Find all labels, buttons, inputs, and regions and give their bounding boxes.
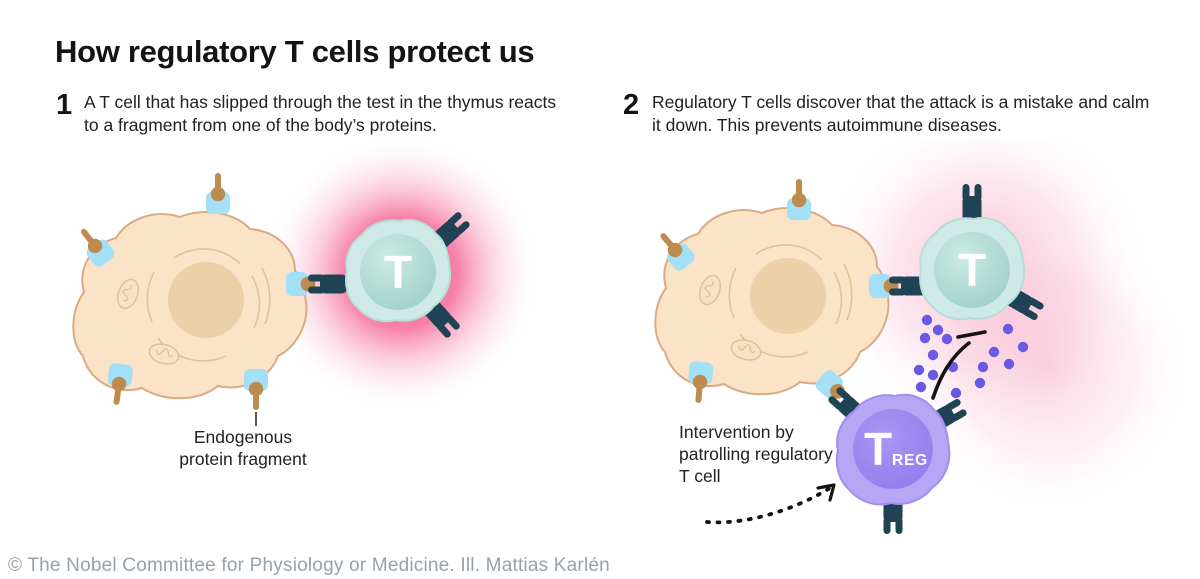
treg-letter: T: [864, 423, 892, 475]
cytokine-dot: [974, 377, 986, 389]
patrol-arrow: [705, 483, 836, 525]
step-1-text: A T cell that has slipped through the te…: [84, 92, 557, 135]
cytokine-dot: [941, 333, 953, 345]
panel-2-illustration: T T REG: [652, 140, 1193, 534]
cytokine-dots: [913, 314, 1029, 399]
t-cell-letter: T: [958, 244, 986, 296]
cytokine-dot: [988, 346, 1000, 358]
cytokine-dot: [913, 364, 925, 376]
page-title: How regulatory T cells protect us: [55, 34, 535, 69]
panel-1-illustration: T: [72, 140, 542, 426]
mhc-fragment-icon: [787, 179, 811, 220]
treg-subscript: REG: [892, 452, 928, 469]
cytokine-dot: [927, 369, 939, 381]
cytokine-dot: [921, 314, 933, 326]
cytokine-dot: [950, 387, 962, 399]
treg-cell: T REG: [826, 385, 968, 534]
cytokine-dot: [915, 381, 927, 393]
t-cell-letter: T: [384, 246, 412, 298]
cytokine-dot: [927, 349, 939, 361]
intervention-label: Intervention by patrolling regulatory T …: [679, 422, 833, 486]
cytokine-dot: [919, 332, 931, 344]
step-2-number: 2: [623, 89, 640, 121]
inhibition-arrow: [931, 330, 987, 400]
endogenous-fragment-label: Endogenous protein fragment: [179, 427, 307, 469]
t-cell: T: [889, 184, 1045, 322]
copyright-credit: © The Nobel Committee for Physiology or …: [8, 555, 610, 576]
cytokine-dot: [1003, 358, 1015, 370]
step-2-text: Regulatory T cells discover that the att…: [652, 92, 1150, 135]
cytokine-dot: [1017, 341, 1029, 353]
cytokine-dot: [977, 361, 989, 373]
cytokine-dot: [932, 324, 944, 336]
step-1-number: 1: [56, 89, 73, 121]
mhc-fragment-icon: [244, 369, 268, 410]
cytokine-dot: [1002, 323, 1014, 335]
t-cell: T: [308, 210, 472, 340]
mhc-fragment-icon: [206, 173, 230, 214]
